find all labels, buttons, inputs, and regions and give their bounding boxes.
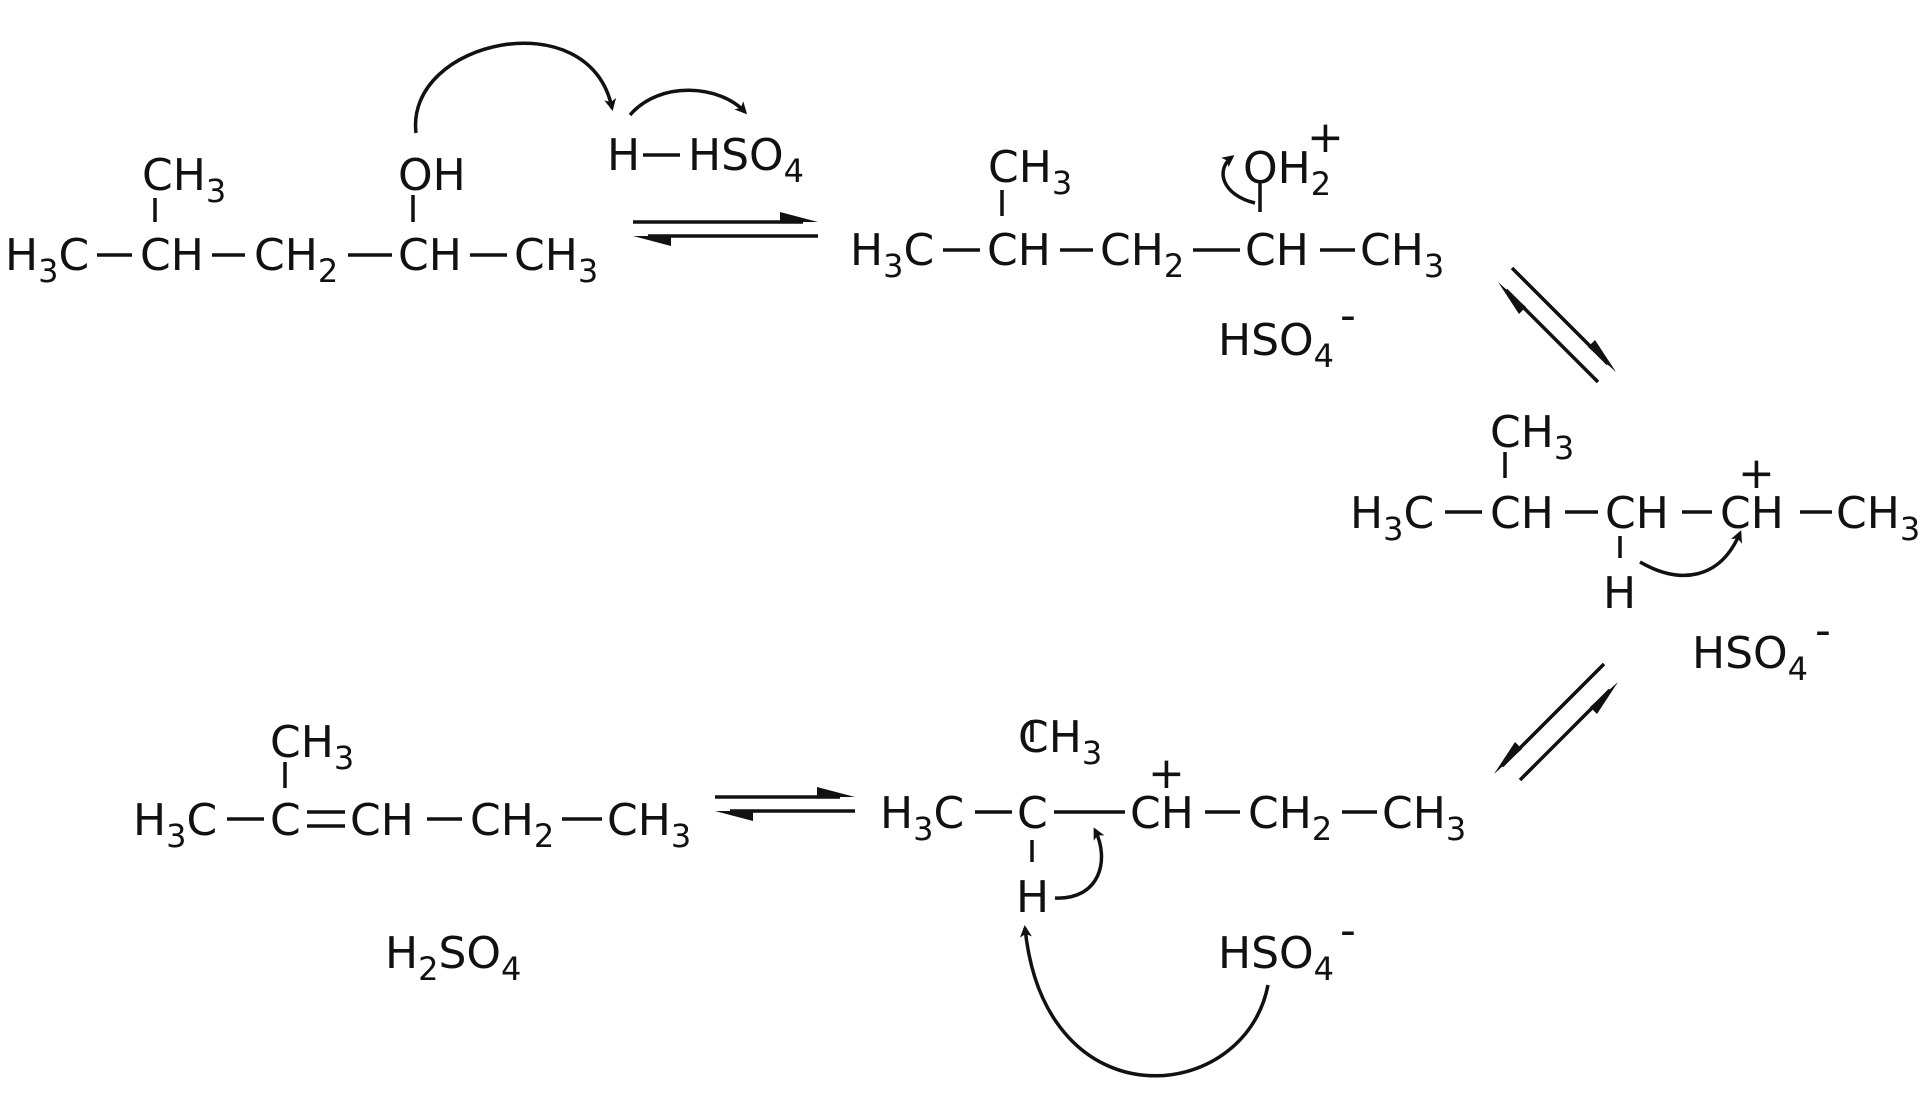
equilibrium-arrow-3 xyxy=(1494,662,1618,782)
atom-ch2: CH2 xyxy=(1100,225,1184,285)
charge-minus: - xyxy=(1815,605,1831,656)
atom-h3c: H3C xyxy=(133,795,217,855)
atom-ch: CH xyxy=(987,225,1051,276)
atom-h: H xyxy=(1016,872,1049,923)
molecule-alkene: H3C C CH3 CH CH2 CH3 xyxy=(133,717,691,855)
equilibrium-arrow-2 xyxy=(1498,266,1616,384)
atom-h3c: H3C xyxy=(850,225,934,285)
regenerated-h2so4: H2SO4 xyxy=(385,928,521,988)
molecule-alcohol: H3C CH CH3 CH2 CH OH CH3 xyxy=(5,150,598,290)
curved-arrow-ch-bond-to-cation xyxy=(1054,827,1105,900)
charge-minus: - xyxy=(1340,290,1356,341)
atom-h3c: H3C xyxy=(5,230,89,290)
atom-ch2: CH2 xyxy=(1248,788,1332,848)
molecule-secondary-carbocation: H3C CH CH3 CH H CH + CH3 xyxy=(1350,407,1920,619)
atom-h3c: H3C xyxy=(880,788,964,848)
atom-ch3: CH3 xyxy=(270,717,354,777)
curved-arrow-base-to-h xyxy=(1019,925,1270,1078)
charge-minus: - xyxy=(1340,905,1356,956)
atom-ch3: CH3 xyxy=(607,795,691,855)
counterion-hso4: HSO4 - xyxy=(1692,605,1831,688)
atom-ch2: CH2 xyxy=(254,230,338,290)
atom-h2so4: H2SO4 xyxy=(385,928,521,988)
curved-arrow-bond-to-hso4 xyxy=(628,88,748,117)
atom-ch: CH xyxy=(140,230,204,281)
atom-h3c: H3C xyxy=(1350,488,1434,548)
counterion-hso4: HSO4 - xyxy=(1218,290,1356,375)
atom-ch-cation: CH xyxy=(1720,488,1784,539)
curved-arrow-oh-to-h xyxy=(414,41,617,134)
atom-ch: CH xyxy=(1605,488,1669,539)
atom-ch3: CH3 xyxy=(514,230,598,290)
charge-plus: + xyxy=(1307,112,1344,163)
atom-c: C xyxy=(1017,788,1048,839)
atom-ch: CH xyxy=(1245,225,1309,276)
atom-hso4: HSO4 xyxy=(688,130,804,190)
atom-ch: CH xyxy=(350,795,414,846)
atom-hso4: HSO4 xyxy=(1218,928,1334,988)
charge-plus: + xyxy=(1738,448,1775,499)
curved-arrow-hydride-shift xyxy=(1639,530,1742,577)
acid-h-hso4: H HSO4 xyxy=(607,130,804,190)
atom-h: H xyxy=(607,130,640,181)
atom-ch3: CH3 xyxy=(1018,712,1102,772)
equilibrium-arrow-1 xyxy=(633,212,818,246)
atom-h: H xyxy=(1603,568,1636,619)
atom-ch3: CH3 xyxy=(1490,407,1574,467)
molecule-oxonium: H3C CH CH3 CH2 CH OH2 + CH3 xyxy=(850,112,1444,285)
atom-oh: OH xyxy=(398,150,466,201)
atom-hso4: HSO4 xyxy=(1692,628,1808,688)
molecule-tertiary-carbocation: H3C C CH3 H CH + CH2 CH3 xyxy=(880,712,1466,923)
atom-c: C xyxy=(270,795,301,846)
curved-arrow-bond-to-oxygen xyxy=(1221,155,1256,205)
atom-ch3: CH3 xyxy=(1836,488,1920,548)
atom-ch: CH xyxy=(398,230,462,281)
atom-ch3: CH3 xyxy=(1382,788,1466,848)
atom-ch-cation: CH xyxy=(1130,788,1194,839)
charge-plus: + xyxy=(1148,748,1185,799)
atom-ch3: CH3 xyxy=(1360,225,1444,285)
atom-hso4: HSO4 xyxy=(1218,315,1334,375)
equilibrium-arrow-4 xyxy=(715,787,855,821)
atom-ch2: CH2 xyxy=(470,795,554,855)
atom-ch: CH xyxy=(1490,488,1554,539)
base-hso4: HSO4 - xyxy=(1218,905,1356,988)
